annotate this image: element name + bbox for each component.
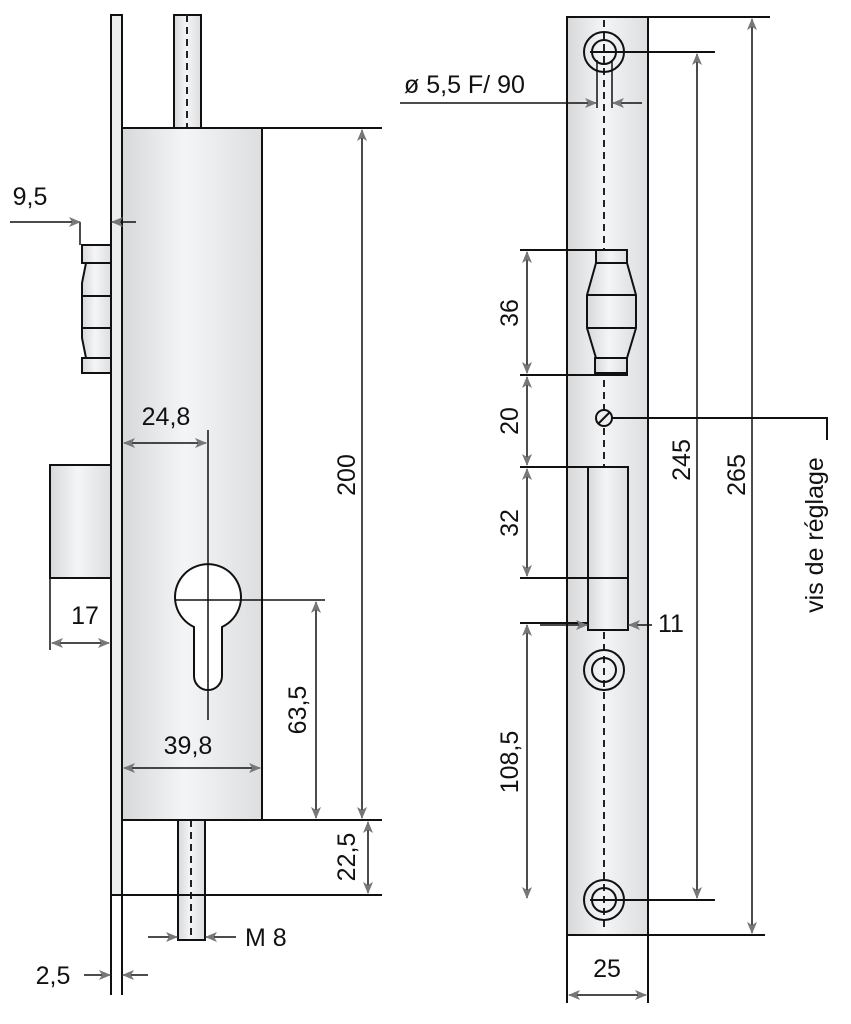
screw-hole-middle (583, 649, 625, 691)
dim-screw-hole: ø 5,5 F/ 90 (404, 71, 525, 99)
dim-39-8: 39,8 (164, 732, 213, 760)
latch-front (586, 249, 637, 374)
dim-2-5: 2,5 (36, 962, 71, 990)
dim-108-5: 108,5 (496, 731, 524, 794)
adjust-screw (595, 409, 613, 427)
dim-24-8: 24,8 (142, 403, 191, 431)
deadbolt-side (49, 464, 112, 579)
dim-265: 265 (723, 454, 751, 496)
dim-9-5: 9,5 (13, 183, 48, 211)
dim-25: 25 (593, 955, 621, 983)
latch-side (81, 244, 112, 374)
dim-m8: M 8 (245, 924, 287, 952)
front-view: ø 5,5 F/ 90 265 245 vis de réglage 36 20… (400, 16, 829, 1003)
faceplate-side (110, 14, 123, 896)
dim-17: 17 (71, 602, 99, 630)
lock-case (121, 127, 263, 821)
deadbolt-front (587, 466, 629, 631)
dim-11: 11 (658, 610, 684, 638)
dim-36: 36 (496, 299, 524, 327)
dim-22-5: 22,5 (333, 833, 361, 882)
dim-245: 245 (668, 439, 696, 481)
adjust-screw-label: vis de réglage (801, 457, 829, 613)
dim-63-5: 63,5 (284, 686, 312, 735)
dim-20: 20 (496, 407, 524, 435)
side-view: 200 22,5 63,5 24,8 39,8 9,5 17 M 8 2,5 (10, 14, 382, 995)
dim-200: 200 (333, 454, 361, 496)
dim-32: 32 (496, 509, 524, 537)
